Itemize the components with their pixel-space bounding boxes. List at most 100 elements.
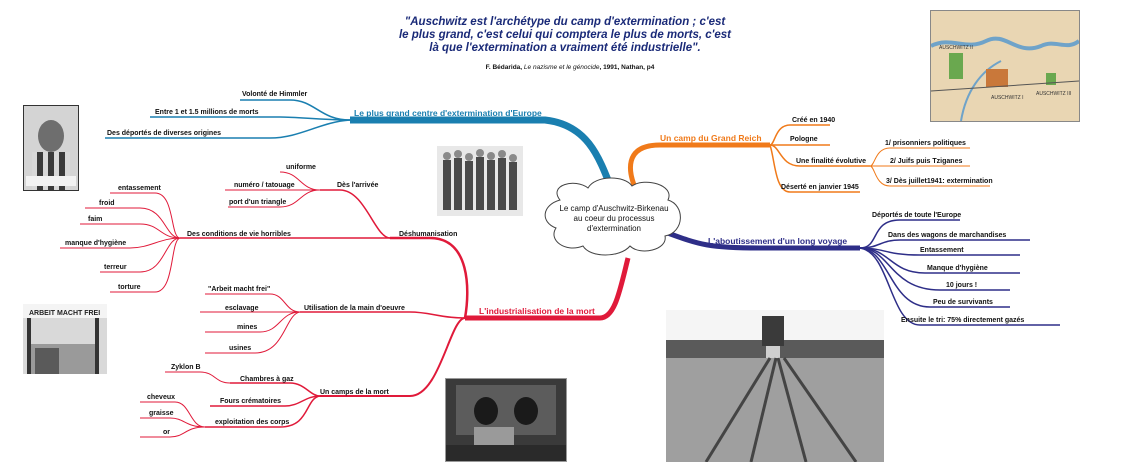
camp-map: AUSCHWITZ I AUSCHWITZ II AUSCHWITZ III — [930, 10, 1080, 122]
navy-sub-5 — [859, 247, 1010, 291]
dehum-label: Déshumanisation — [399, 231, 458, 238]
conditions-item-6: torture — [118, 284, 141, 291]
red-fours — [210, 395, 321, 407]
red-trunk — [465, 257, 631, 321]
utilisation-label: Utilisation de la main d'oeuvre — [304, 305, 405, 312]
red-arrivee — [320, 189, 391, 239]
orange-sub-4 — [769, 144, 860, 193]
map-label-2: AUSCHWITZ II — [939, 45, 973, 51]
red-exploitation — [205, 395, 321, 428]
voyage-item-6: Peu de survivants — [933, 299, 993, 306]
red-cond-4 — [60, 237, 181, 249]
red-zyklon — [165, 371, 231, 384]
voyage-item-7: Ensuite le tri: 75% directement gazés — [901, 317, 1025, 324]
voyage-item-1: Déportés de toute l'Europe — [872, 212, 962, 219]
branch-reich-title: Un camp du Grand Reich — [660, 133, 762, 143]
prisoner-photo-image — [24, 106, 78, 190]
voyage-item-5: 10 jours ! — [946, 282, 978, 289]
chambres-label: Chambres à gaz — [240, 376, 294, 383]
branch-biggest-title: Le plus grand centre d'extermination d'E… — [354, 108, 542, 118]
blue-sub-2 — [150, 116, 351, 121]
biggest-item-1: Volonté de Himmler — [242, 91, 308, 98]
exploitation-item-2: graisse — [149, 410, 174, 417]
red-arr-3 — [228, 189, 321, 208]
red-expl-1 — [140, 401, 206, 428]
crematorium-image — [446, 379, 566, 461]
finalite-item-1: 1/ prisonniers politiques — [885, 140, 966, 147]
cite-rest: , 1991, Nathan, p4 — [599, 64, 655, 71]
navy-sub-6 — [859, 247, 1010, 308]
arrivee-item-2: numéro / tatouage — [234, 182, 295, 189]
quote-line-1: "Auschwitz est l'archétype du camp d'ext… — [404, 16, 726, 28]
branch-voyage-lines — [664, 219, 1060, 326]
red-cond-2 — [85, 207, 181, 239]
conditions-item-4: manque d'hygiène — [65, 240, 127, 247]
red-chambres — [230, 382, 321, 397]
red-util-3 — [205, 311, 301, 333]
red-expl-2 — [140, 417, 206, 428]
navy-sub-7 — [859, 247, 1060, 326]
blue-sub-3 — [105, 119, 351, 139]
biggest-item-3: Des déportés de diverses origines — [107, 130, 221, 137]
red-util-4 — [205, 311, 301, 354]
red-cond-5 — [100, 237, 181, 273]
quote-text: "Auschwitz est l'archétype du camp d'ext… — [355, 16, 775, 55]
red-expl-3 — [140, 426, 206, 438]
red-camps — [320, 317, 466, 397]
conditions-item-5: terreur — [104, 264, 127, 271]
biggest-item-2: Entre 1 et 1.5 millions de morts — [155, 109, 259, 116]
reich-item-2: Pologne — [790, 136, 818, 143]
zyklon-label: Zyklon B — [171, 364, 201, 371]
orange-fin-1 — [869, 147, 970, 167]
center-topic: Le camp d'Auschwitz-Birkenau au coeur du… — [559, 204, 669, 233]
arrivee-item-3: port d'un triangle — [229, 199, 287, 206]
fours-label: Fours crématoires — [220, 398, 282, 405]
voyage-item-3: Entassement — [920, 247, 964, 254]
red-util-1 — [205, 293, 301, 313]
exploitation-item-1: cheveux — [147, 394, 176, 401]
branch-industrial-lines — [60, 171, 631, 438]
red-dehum — [390, 236, 469, 319]
center-cloud — [544, 177, 681, 256]
quote-line-2: le plus grand, c'est celui qui comptera … — [398, 29, 732, 41]
prisoner-photo — [23, 105, 79, 191]
crematorium-photo — [445, 378, 567, 462]
exploitation-label: exploitation des corps — [215, 419, 290, 426]
conditions-label: Des conditions de vie horribles — [187, 231, 291, 238]
utilisation-item-1: "Arbeit macht frei" — [208, 286, 271, 293]
arrivee-item-1: uniforme — [286, 164, 316, 171]
conditions-item-2: froid — [99, 200, 115, 207]
utilisation-item-3: mines — [237, 324, 258, 331]
red-cond-3 — [80, 223, 181, 239]
orange-fin-3 — [869, 165, 990, 187]
camp-map-image: AUSCHWITZ I AUSCHWITZ II AUSCHWITZ III — [931, 11, 1079, 121]
exploitation-item-3: or — [163, 429, 170, 436]
finalite-item-2: 2/ Juifs puis Tziganes — [890, 158, 963, 165]
gate-text: ARBEIT MACHT FREI — [29, 310, 100, 317]
reich-item-3: Une finalité évolutive — [796, 158, 867, 165]
orange-sub-3 — [769, 144, 870, 167]
branch-industrial-title: L'industrialisation de la mort — [479, 306, 595, 316]
voyage-item-4: Manque d'hygiène — [927, 265, 988, 272]
reich-item-4: Déserté en janvier 1945 — [781, 184, 859, 191]
camps-label: Un camps de la mort — [320, 389, 389, 396]
red-utilisation — [300, 311, 466, 319]
prisoners-group-photo — [437, 146, 523, 216]
map-label-1: AUSCHWITZ I — [991, 95, 1024, 101]
conditions-item-3: faim — [88, 216, 103, 223]
prisoners-group-image — [437, 146, 523, 216]
red-cond-1 — [110, 192, 181, 239]
utilisation-item-4: usines — [229, 345, 252, 352]
cite-title: Le nazisme et le génocide — [523, 64, 600, 71]
conditions-item-1: entassement — [118, 185, 161, 192]
red-arr-1 — [279, 171, 321, 191]
quote-line-3: là que l'extermination a vraiment été in… — [429, 42, 701, 54]
birkenau-image — [666, 310, 884, 462]
branch-voyage-title: L'aboutissement d'un long voyage — [708, 236, 848, 246]
birkenau-gate-photo — [666, 310, 884, 462]
finalite-item-3: 3/ Dès juillet1941: extermination — [886, 178, 993, 185]
reich-item-1: Créé en 1940 — [792, 117, 836, 124]
utilisation-item-2: esclavage — [225, 305, 259, 312]
